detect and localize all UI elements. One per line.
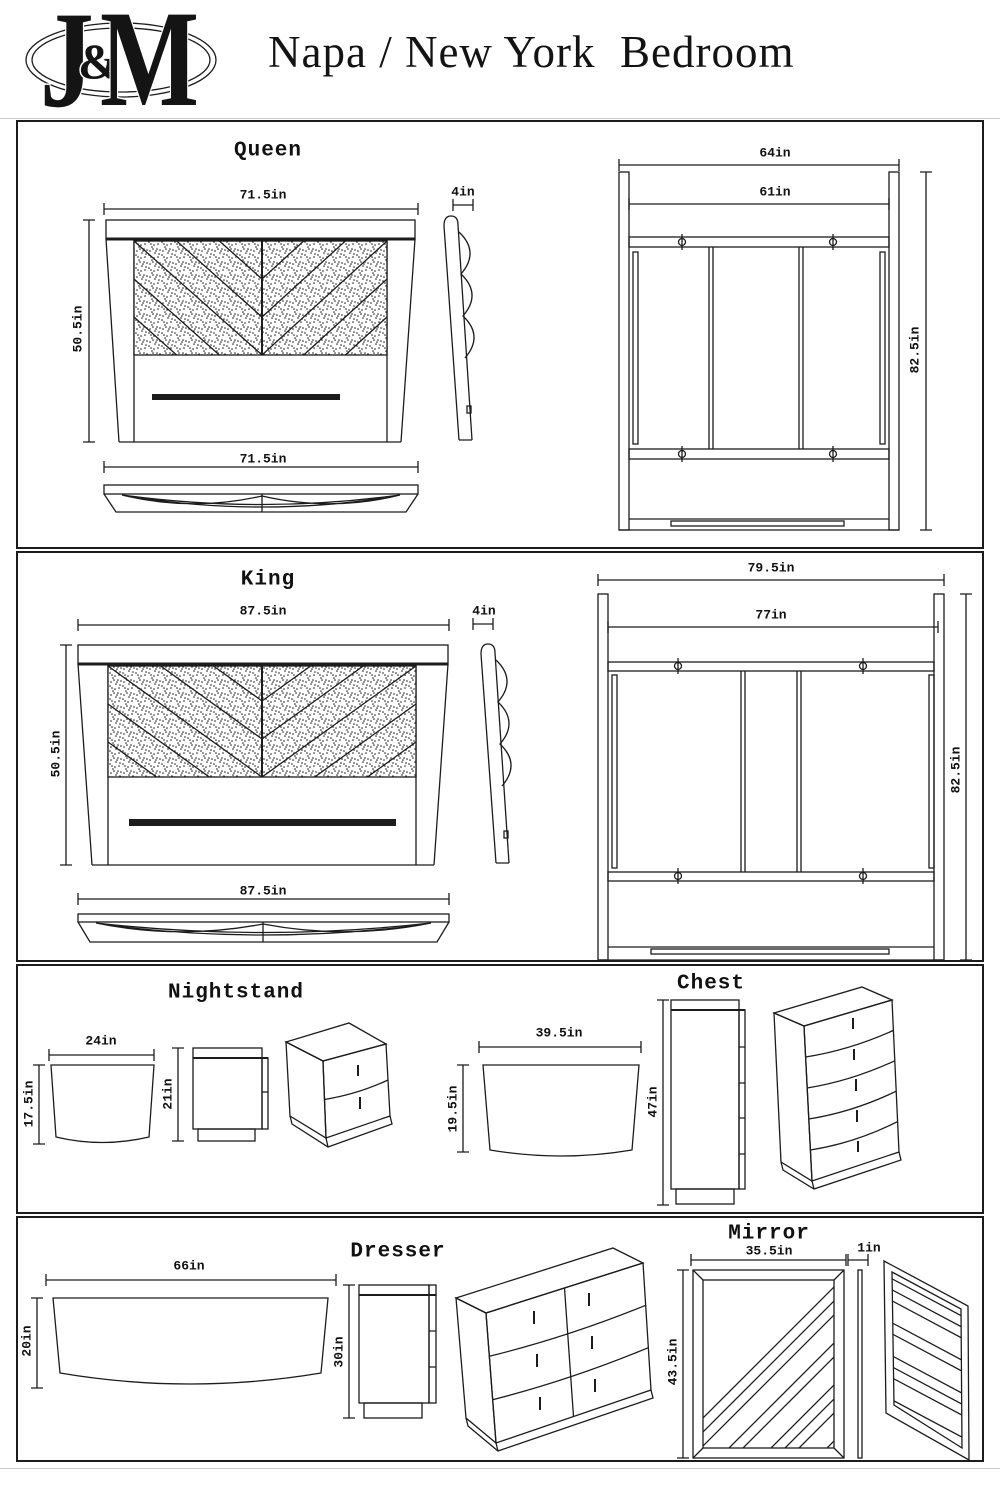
mirror-side-view [847, 1254, 869, 1459]
queen-base-width-label: 71.5in [239, 451, 287, 467]
chest-top-depth-label: 19.5in [445, 1085, 461, 1133]
mirror-width-label: 35.5in [745, 1243, 793, 1259]
chest-3d-view [772, 986, 902, 1190]
dresser-mirror-drawings [31, 1247, 970, 1462]
king-headboard-front-view [60, 619, 450, 866]
mirror-depth-label: 1in [857, 1240, 881, 1256]
page-title: Napa / New York Bedroom [268, 27, 795, 77]
queen-headboard-front-view [83, 203, 419, 443]
logo-ellipse-inner [31, 27, 211, 93]
dresser-3d-view [454, 1247, 654, 1452]
queen-frame-outer-width-label: 64in [759, 145, 791, 161]
queen-headboard-width-label: 71.5in [239, 187, 287, 203]
chest-side-view [657, 999, 746, 1206]
logo-letter-m: M [100, 2, 199, 120]
dresser-title: Dresser [350, 1240, 446, 1264]
jm-logo: J & M [25, 2, 217, 120]
mirror-3d-view [883, 1259, 970, 1462]
nightstand-height-label: 21in [160, 1078, 176, 1110]
dresser-top-width-label: 66in [173, 1258, 205, 1274]
queen-section: Queen 71.5in 50.5in 4in 71.5in 64in 61in… [16, 120, 984, 549]
nightstand-top-depth-label: 17.5in [21, 1080, 37, 1128]
dresser-top-depth-label: 20in [19, 1325, 35, 1357]
queen-headboard-side-view [443, 199, 475, 441]
header-divider [0, 118, 1000, 119]
king-title: King [240, 568, 296, 592]
chest-top-width-label: 39.5in [535, 1025, 583, 1041]
queen-frame-length-label: 82.5in [907, 326, 923, 374]
nightstand-top-view [33, 1049, 155, 1145]
queen-frame-inner-width-label: 61in [759, 184, 791, 200]
chest-top-view [457, 1041, 642, 1157]
dresser-mirror-section: Dresser 66in 20in 30in Mirror 35.5in 43.… [16, 1216, 984, 1462]
nightstand-chest-drawings [33, 986, 902, 1206]
king-frame-outer-width-label: 79.5in [747, 560, 795, 576]
king-frame-length-label: 82.5in [948, 746, 964, 794]
queen-base-bottom-view [103, 461, 419, 513]
king-headboard-height-label: 50.5in [48, 730, 64, 778]
queen-headboard-height-label: 50.5in [70, 305, 86, 353]
queen-title: Queen [233, 139, 303, 163]
king-base-width-label: 87.5in [239, 883, 287, 899]
mirror-title: Mirror [728, 1222, 810, 1246]
dresser-side-view [343, 1284, 437, 1419]
logo-ampersand: & [78, 33, 120, 89]
king-frame-inner-width-label: 77in [755, 607, 787, 623]
logo-ellipse-outer [25, 22, 217, 98]
nightstand-chest-section: Nightstand 24in 17.5in 21in Chest 39.5in… [16, 964, 984, 1214]
nightstand-side-view [172, 1047, 269, 1142]
nightstand-title: Nightstand [167, 981, 305, 1005]
king-headboard-depth-label: 4in [472, 603, 496, 619]
chest-height-label: 47in [645, 1086, 661, 1118]
king-headboard-side-view [472, 618, 512, 864]
nightstand-top-width-label: 24in [85, 1033, 117, 1049]
dresser-height-label: 30in [331, 1336, 347, 1368]
king-drawings [60, 574, 972, 961]
king-headboard-width-label: 87.5in [239, 603, 287, 619]
queen-drawings [83, 159, 932, 531]
mirror-height-label: 43.5in [665, 1338, 681, 1386]
chest-title: Chest [676, 972, 746, 996]
footer-edge-line [0, 1468, 1000, 1469]
mirror-front-view [677, 1254, 847, 1459]
nightstand-3d-view [284, 1022, 393, 1148]
logo-letter-j: J [40, 2, 94, 120]
king-bed-frame-top-view [597, 574, 972, 961]
queen-headboard-depth-label: 4in [451, 184, 475, 200]
king-base-bottom-view [77, 893, 450, 943]
dresser-top-view [31, 1274, 337, 1389]
queen-bed-frame-top-view [618, 159, 932, 531]
king-section: King 87.5in 50.5in 4in 87.5in 79.5in 77i… [16, 551, 984, 962]
